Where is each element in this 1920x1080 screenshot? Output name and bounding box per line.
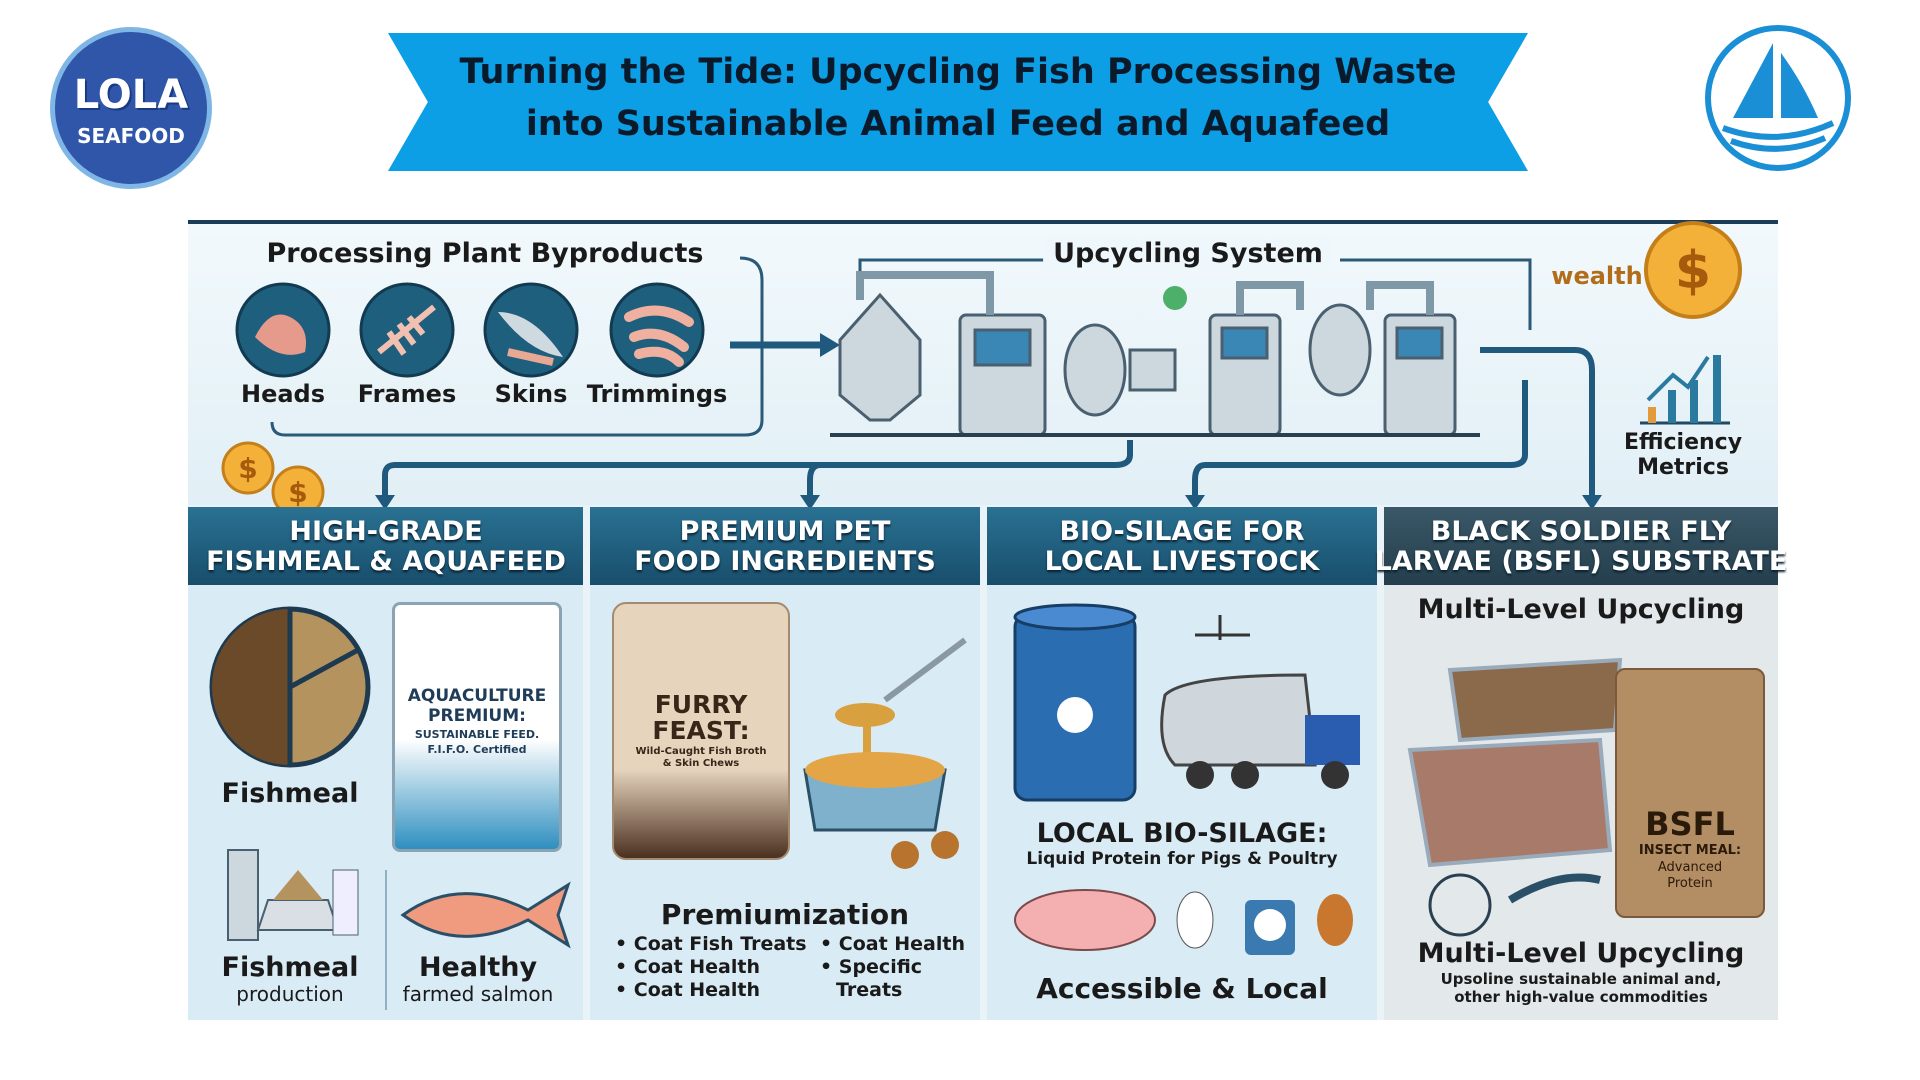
svg-text:$: $ xyxy=(238,452,257,485)
byproduct-skins: Skins xyxy=(494,380,568,408)
byproducts-bracket xyxy=(270,256,1602,510)
bag-line-3: SUSTAINABLE FEED. xyxy=(414,728,540,741)
upcycling-system-title: Upcycling System xyxy=(1043,238,1333,269)
bullet-right-2: • Specific xyxy=(820,956,923,978)
logo-text-seafood: SEAFOOD xyxy=(77,124,185,148)
svg-text:$: $ xyxy=(1675,241,1711,301)
fishmeal-label: Fishmeal xyxy=(221,778,359,809)
bsfl-top-heading: Multi-Level Upcycling xyxy=(1417,594,1745,625)
local-biosilage-sub: Liquid Protein for Pigs & Poultry xyxy=(1026,849,1338,869)
pig-poultry-scale-icon xyxy=(1014,889,1353,955)
bsfl-bag-line-4: Protein xyxy=(1667,876,1713,891)
divider xyxy=(385,870,387,1010)
local-biosilage-heading: LOCAL BIO-SILAGE: xyxy=(1036,818,1328,849)
accessible-local: Accessible & Local xyxy=(1036,972,1328,1005)
bsfl-insect-meal-bag xyxy=(1615,668,1765,918)
upcycling-machinery-illustration xyxy=(830,271,1480,437)
byproducts-title: Processing Plant Byproducts xyxy=(266,238,704,269)
bag-line-2: PREMIUM: xyxy=(428,706,526,726)
bullet-right-3: Treats xyxy=(836,979,903,1001)
pouch-line-2: FEAST: xyxy=(652,716,750,745)
pouch-line-1: FURRY xyxy=(654,690,748,719)
byproduct-trimmings: Trimmings xyxy=(586,380,728,408)
bsfl-bag-line-2: INSECT MEAL: xyxy=(1638,843,1742,858)
sailboat-logo xyxy=(1705,25,1851,171)
bsfl-heading: Multi-Level Upcycling xyxy=(1417,938,1745,969)
bullet-right-1: • Coat Health xyxy=(820,933,966,955)
bsfl-bag-line-1: BSFL xyxy=(1645,805,1735,843)
aquaculture-feed-bag xyxy=(392,602,562,852)
efficiency-label-2: Metrics xyxy=(1637,455,1729,480)
bag-line-1: AQUACULTURE xyxy=(407,686,547,706)
col4-title-1: BLACK SOLDIER FLY xyxy=(1430,516,1732,547)
dollar-coin-icon: $ xyxy=(1644,221,1742,319)
barrel-and-truck-icon xyxy=(1013,603,1360,802)
trimmings-icon xyxy=(609,282,705,378)
bsfl-sub-1: Upsoline sustainable animal and, xyxy=(1440,970,1722,988)
pet-bowl-broth-icon xyxy=(803,637,967,869)
salmon-icon xyxy=(400,881,571,949)
col3-title-1: BIO-SILAGE FOR xyxy=(1059,516,1305,547)
column-header-fishmeal xyxy=(188,507,583,585)
col2-title-1: PREMIUM PET xyxy=(679,516,891,547)
column-header-petfood xyxy=(590,507,980,585)
fishmeal-pie-icon xyxy=(209,606,371,768)
efficiency-label-1: Efficiency xyxy=(1623,430,1743,455)
healthy-salmon-1: Healthy xyxy=(418,952,538,983)
furry-feast-pouch xyxy=(612,602,790,860)
bsfl-bag-line-3: Advanced xyxy=(1657,860,1723,875)
byproduct-frames: Frames xyxy=(357,380,457,408)
bullet-left-1: • Coat Fish Treats xyxy=(615,933,807,955)
bag-line-4: F.I.F.O. Certified xyxy=(427,743,527,756)
title-line-1: Turning the Tide: Upcycling Fish Process… xyxy=(459,52,1457,92)
pouch-line-4: & Skin Chews xyxy=(662,758,740,769)
efficiency-chart-icon xyxy=(1640,355,1730,425)
bullet-left-3: • Coat Health xyxy=(615,979,761,1001)
column-header-biosilage xyxy=(987,507,1377,585)
premiumization-heading: Premiumization xyxy=(660,898,910,931)
col2-title-2: FOOD INGREDIENTS xyxy=(634,546,936,577)
title-banner xyxy=(388,33,1528,171)
col3-title-2: LOCAL LIVESTOCK xyxy=(1044,546,1320,577)
column-header-bsfl xyxy=(1384,507,1778,585)
frames-icon xyxy=(359,282,455,378)
skins-icon xyxy=(483,282,579,378)
fishmeal-production-2: production xyxy=(236,982,344,1006)
lola-seafood-logo: LOLA SEAFOOD xyxy=(50,27,212,189)
healthy-salmon-2: farmed salmon xyxy=(402,982,554,1006)
pouch-line-3: Wild-Caught Fish Broth xyxy=(635,746,767,757)
fishmeal-production-icon xyxy=(227,849,359,941)
byproduct-heads: Heads xyxy=(240,380,326,408)
logo-text-lola: LOLA xyxy=(73,72,189,118)
fishmeal-production-1: Fishmeal xyxy=(221,952,359,983)
heads-icon xyxy=(235,282,331,378)
svg-text:$: $ xyxy=(288,476,307,509)
col1-title-2: FISHMEAL & AQUAFEED xyxy=(206,546,566,577)
col1-title-1: HIGH-GRADE xyxy=(289,516,483,547)
wealth-label: wealth xyxy=(1551,262,1643,290)
coins-icon: $$ xyxy=(221,441,325,510)
bullet-left-2: • Coat Health xyxy=(615,956,761,978)
larvae-trays-icon xyxy=(1407,657,1623,937)
bsfl-sub-2: other high-value commodities xyxy=(1454,988,1708,1006)
col4-title-2: LARVAE (BSFL) SUBSTRATE xyxy=(1374,546,1788,577)
title-line-2: into Sustainable Animal Feed and Aquafee… xyxy=(525,104,1391,144)
